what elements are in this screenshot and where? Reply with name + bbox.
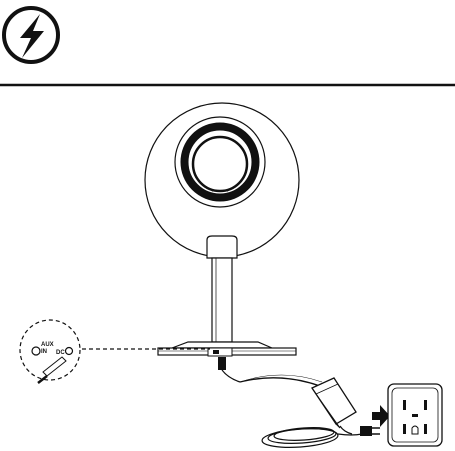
dc-plug <box>218 357 240 382</box>
right-arrow-icon <box>372 405 390 427</box>
speaker-neck <box>207 236 237 342</box>
speaker-head <box>145 103 299 257</box>
coiled-cable <box>261 426 362 450</box>
speaker-cone <box>193 137 247 191</box>
power-adapter <box>312 378 356 428</box>
wall-plug <box>360 426 380 436</box>
lightning-bolt-icon <box>4 8 58 62</box>
port-zoom-callout: AUX IN DC <box>20 320 80 383</box>
dc-port <box>66 348 73 355</box>
speaker-base <box>158 342 296 356</box>
power-cord <box>240 378 320 386</box>
aux-label: AUX <box>41 342 54 348</box>
aux-in-port <box>32 347 40 355</box>
base-port-panel <box>208 348 232 356</box>
dc-label: DC <box>56 350 65 356</box>
in-label: IN <box>41 349 47 355</box>
wall-outlet <box>388 384 442 446</box>
